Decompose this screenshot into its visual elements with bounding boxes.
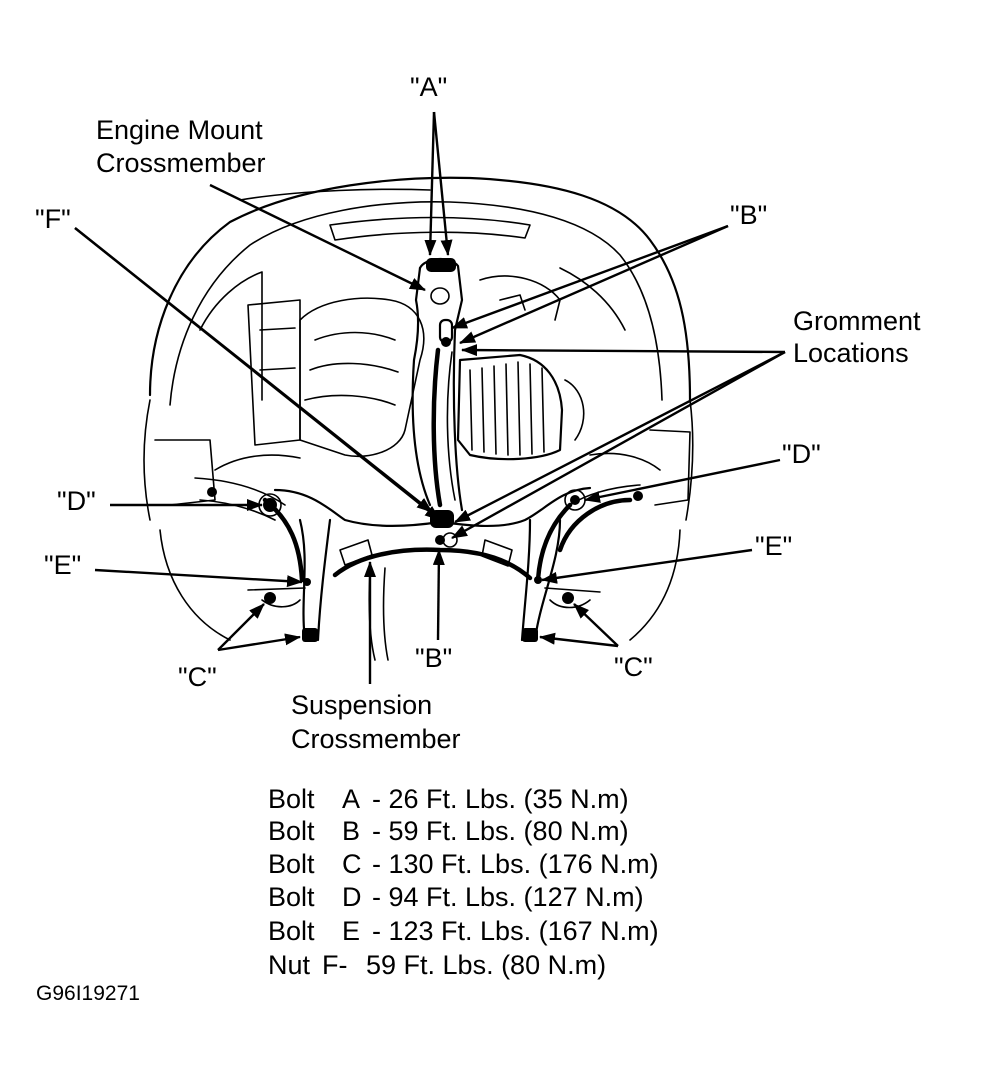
label-engine-mount-line2: Crossmember	[96, 148, 266, 178]
label-d-right: "D"	[782, 439, 821, 469]
label-gromment-line1: Gromment	[793, 306, 921, 336]
label-suspension-line1: Suspension	[291, 690, 432, 720]
spec-torque: - 59 Ft. Lbs. (80 N.m)	[372, 816, 629, 846]
label-gromment-line2: Locations	[793, 338, 909, 368]
suspension-crossmember	[194, 477, 643, 661]
label-c-left: "C"	[178, 662, 217, 692]
spec-torque: - 94 Ft. Lbs. (127 N.m)	[372, 882, 644, 912]
label-engine-mount-line1: Engine Mount	[96, 115, 263, 145]
spec-row: Nut F- 59 Ft. Lbs. (80 N.m)	[268, 950, 606, 980]
leader-f-2	[74, 227, 441, 521]
spec-torque: - 123 Ft. Lbs. (167 N.m)	[372, 916, 659, 946]
leader-c-left-2	[217, 633, 301, 652]
callout-labels: "A" Engine Mount Crossmember "B" "F" Gro…	[35, 72, 921, 754]
engine-assembly	[154, 275, 691, 641]
leader-gromment-3	[451, 350, 786, 540]
leader-d-right	[584, 458, 781, 503]
spec-id: A	[342, 784, 360, 814]
label-b-top: "B"	[730, 200, 767, 230]
spec-row: Bolt D - 94 Ft. Lbs. (127 N.m)	[268, 882, 644, 912]
spec-id: D	[342, 882, 362, 912]
spec-torque: - 130 Ft. Lbs. (176 N.m)	[372, 849, 659, 879]
figure-id: G96I19271	[36, 982, 140, 1005]
spec-fastener: Bolt	[268, 816, 315, 846]
torque-spec-list: Bolt A - 26 Ft. Lbs. (35 N.m) Bolt B - 5…	[268, 784, 659, 980]
leader-c-right-2	[539, 632, 619, 648]
spec-id: E	[342, 916, 360, 946]
spec-fastener: Bolt	[268, 849, 315, 879]
leader-a-2	[432, 111, 453, 256]
label-a: "A"	[410, 72, 447, 102]
leader-c-left-1	[217, 603, 265, 651]
spec-torque: - 26 Ft. Lbs. (35 N.m)	[372, 784, 629, 814]
spec-fastener: Nut	[268, 950, 311, 980]
label-suspension-line2: Crossmember	[291, 724, 461, 754]
leader-b-top-1	[451, 224, 729, 330]
leader-e-left	[94, 568, 303, 588]
label-e-left: "E"	[44, 550, 81, 580]
leader-lines	[74, 111, 786, 684]
leader-b-bottom	[432, 549, 445, 641]
label-b-bottom: "B"	[415, 643, 452, 673]
label-e-right: "E"	[755, 531, 792, 561]
leader-gromment-2	[454, 350, 786, 524]
label-f: "F"	[35, 204, 71, 234]
vehicle-body-outline	[143, 176, 694, 521]
spec-torque: 59 Ft. Lbs. (80 N.m)	[366, 950, 606, 980]
spec-row: Bolt E - 123 Ft. Lbs. (167 N.m)	[268, 916, 659, 946]
leader-b-top-2	[459, 224, 729, 345]
spec-row: Bolt A - 26 Ft. Lbs. (35 N.m)	[268, 784, 629, 814]
spec-fastener: Bolt	[268, 916, 315, 946]
leader-a-1	[424, 111, 437, 256]
leader-gromment-1	[461, 344, 786, 357]
engine-mount-crossmember	[411, 258, 464, 512]
spec-id: B	[342, 816, 360, 846]
spec-id: C	[342, 849, 362, 879]
spec-id: F-	[322, 950, 347, 980]
leader-e-right	[541, 548, 753, 584]
spec-row: Bolt B - 59 Ft. Lbs. (80 N.m)	[268, 816, 629, 846]
spec-fastener: Bolt	[268, 784, 315, 814]
spec-row: Bolt C - 130 Ft. Lbs. (176 N.m)	[268, 849, 659, 879]
leader-engine-mount	[209, 183, 426, 292]
label-c-right: "C"	[614, 652, 653, 682]
spec-fastener: Bolt	[268, 882, 315, 912]
leader-c-right-1	[573, 603, 619, 647]
label-d-left: "D"	[57, 486, 96, 516]
